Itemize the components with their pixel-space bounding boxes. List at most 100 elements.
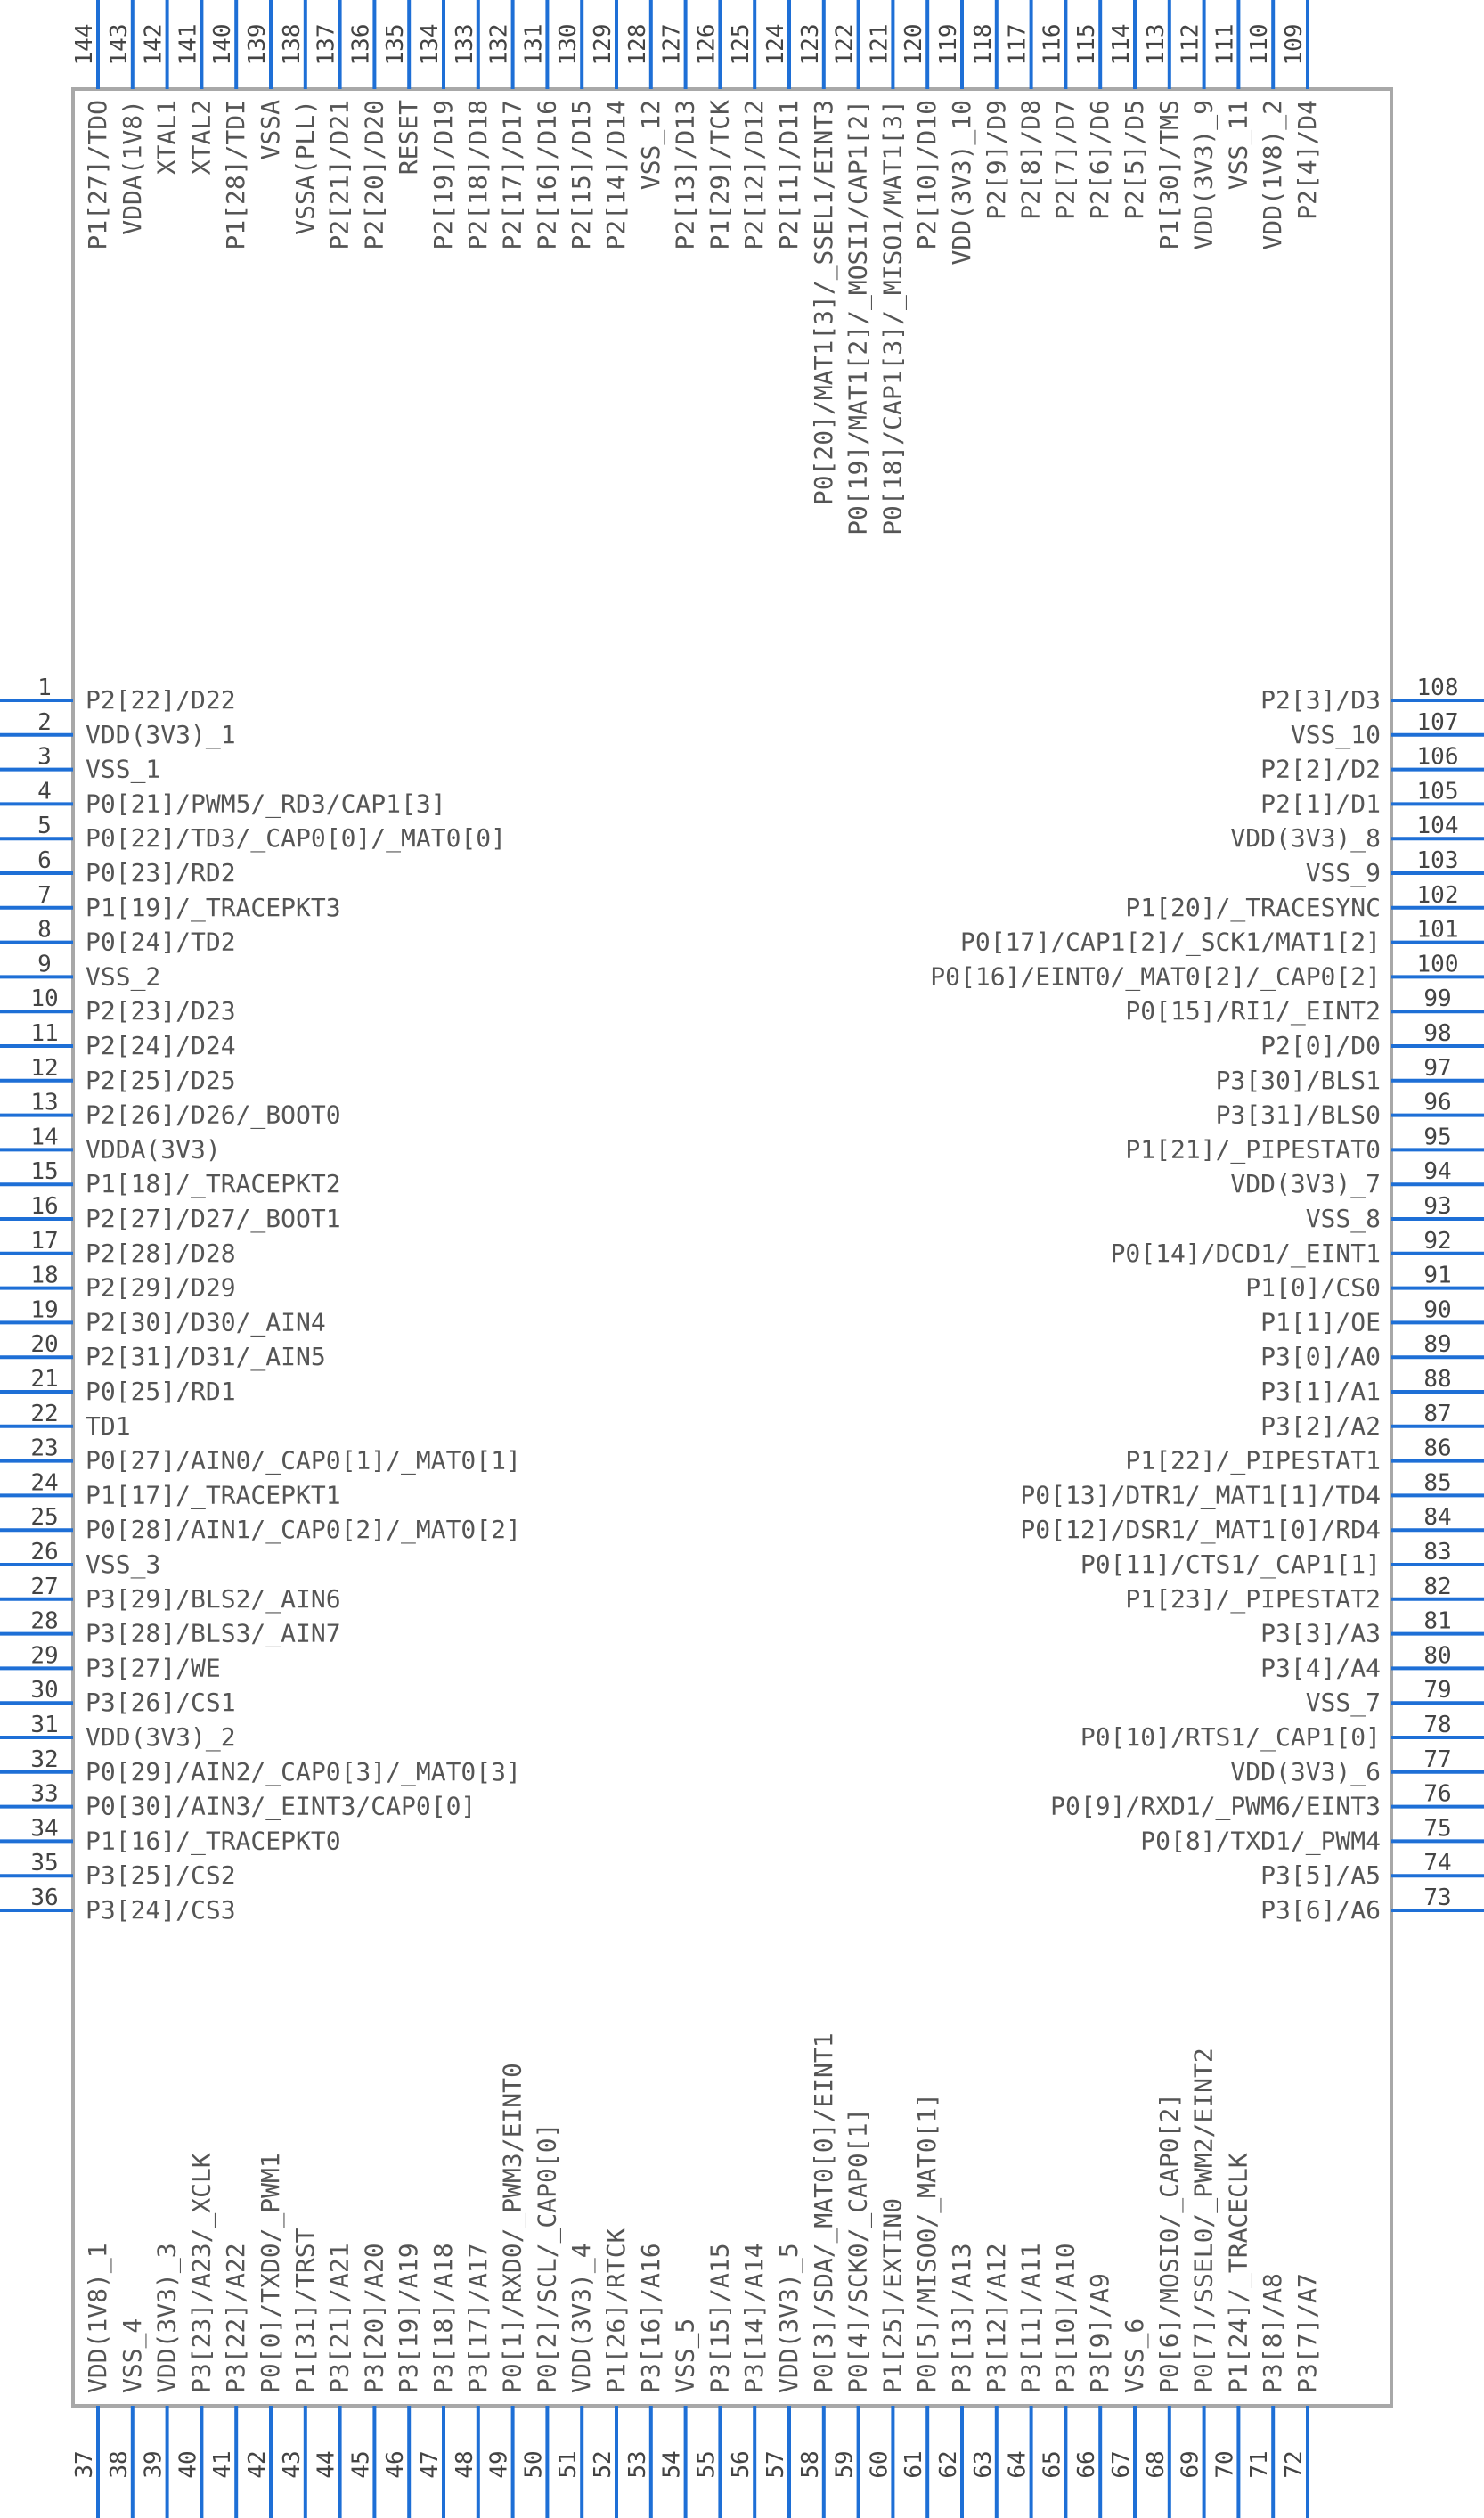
pin-number: 9 — [37, 951, 52, 977]
pin-label: P1[18]/_TRACEPKT2 — [86, 1169, 341, 1199]
pin-number: 101 — [1417, 917, 1459, 944]
pin-label: P0[7]/SSEL0/_PWM2/EINT2 — [1189, 2048, 1219, 2393]
pin-number: 87 — [1423, 1401, 1451, 1427]
pin-label: P2[9]/D9 — [982, 100, 1011, 220]
pin-label: P3[27]/WE — [86, 1653, 221, 1682]
pin-number: 82 — [1423, 1574, 1451, 1600]
pin-label: P3[22]/A22 — [221, 2243, 250, 2393]
pin-label: P2[1]/D1 — [1260, 789, 1381, 818]
pin-number: 90 — [1423, 1296, 1451, 1323]
pin-label: P0[14]/DCD1/_EINT1 — [1111, 1239, 1381, 1269]
pin-label: P1[27]/TDO — [83, 100, 112, 250]
pin-number: 85 — [1423, 1469, 1451, 1496]
pin-label: P0[24]/TD2 — [86, 928, 236, 957]
pin-number: 70 — [1211, 2450, 1238, 2478]
pin-label: P0[8]/TXD1/_PWM4 — [1140, 1826, 1381, 1856]
pin-number: 127 — [659, 24, 686, 66]
pin-number: 56 — [728, 2450, 754, 2478]
pin-label: RESET — [394, 100, 423, 175]
pin-number: 132 — [486, 24, 513, 66]
pin-number: 107 — [1417, 709, 1459, 736]
pin-label: P3[5]/A5 — [1260, 1860, 1381, 1890]
pin-label: P1[17]/_TRACEPKT1 — [86, 1480, 341, 1510]
pin-label: VSS_9 — [1306, 858, 1381, 888]
pin-label: P0[18]/CAP1[3]/_MISO1/MAT1[3] — [877, 100, 908, 535]
pin-label: XTAL1 — [152, 100, 182, 175]
pin-label: P0[5]/MISO0/_MAT0[1] — [912, 2093, 942, 2393]
pin-number: 39 — [141, 2450, 167, 2478]
pin-label: P1[20]/_TRACESYNC — [1125, 893, 1381, 923]
pin-number: 136 — [347, 24, 374, 66]
pin-label: VSS_11 — [1223, 100, 1253, 190]
pin-label: P2[15]/D15 — [567, 100, 596, 250]
pin-number: 32 — [30, 1746, 58, 1773]
pin-number: 31 — [30, 1712, 58, 1738]
right-pin-group: 108P2[3]/D3107VSS_10106P2[2]/D2105P2[1]/… — [930, 674, 1484, 1925]
pin-label: P0[28]/AIN1/_CAP0[2]/_MAT0[2] — [86, 1515, 521, 1545]
pin-number: 116 — [1039, 24, 1065, 66]
pin-label: P2[29]/D29 — [86, 1273, 236, 1303]
pin-label: VSS_7 — [1306, 1688, 1381, 1718]
pin-number: 71 — [1246, 2450, 1273, 2478]
pin-number: 52 — [590, 2450, 616, 2478]
pin-number: 36 — [30, 1884, 58, 1911]
pin-number: 68 — [1143, 2450, 1170, 2478]
pin-number: 28 — [30, 1608, 58, 1635]
pin-label: P2[5]/D5 — [1120, 100, 1149, 220]
top-pin-group: 144P1[27]/TDO143VDDA(1V8)142XTAL1141XTAL… — [71, 0, 1322, 535]
pin-label: VDD(3V3)_1 — [86, 720, 236, 750]
pin-number: 59 — [832, 2450, 859, 2478]
pin-label: VDDA(1V8) — [118, 100, 147, 235]
pin-number: 8 — [37, 917, 52, 944]
pin-number: 34 — [30, 1815, 58, 1842]
pin-number: 138 — [279, 24, 306, 66]
pin-number: 21 — [30, 1366, 58, 1393]
pin-number: 53 — [624, 2450, 651, 2478]
pin-label: P1[16]/_TRACEPKT0 — [86, 1826, 341, 1856]
pin-label: P0[3]/SDA/_MAT0[0]/EINT1 — [809, 2032, 839, 2393]
pin-number: 3 — [37, 744, 52, 771]
pin-label: P3[8]/A8 — [1258, 2273, 1287, 2393]
pin-number: 80 — [1423, 1642, 1451, 1669]
pin-number: 122 — [832, 24, 859, 66]
bottom-pin-group: 37VDD(1V8)_138VSS_439VDD(3V3)_340P3[23]/… — [71, 2032, 1322, 2518]
pin-label: P3[31]/BLS0 — [1216, 1100, 1381, 1130]
pin-number: 126 — [693, 24, 720, 66]
pin-label: P0[11]/CTS1/_CAP1[1] — [1080, 1549, 1381, 1580]
pin-number: 67 — [1108, 2450, 1135, 2478]
pin-label: VSS_5 — [671, 2318, 701, 2393]
pin-label: VDDA(3V3) — [86, 1134, 221, 1164]
pin-number: 2 — [37, 709, 52, 736]
pin-label: P2[21]/D21 — [325, 100, 355, 250]
pin-label: VSSA — [256, 100, 285, 160]
pin-label: P1[23]/_PIPESTAT2 — [1125, 1584, 1381, 1615]
pin-label: P0[29]/AIN2/_CAP0[3]/_MAT0[3] — [86, 1757, 521, 1787]
pin-label: VDD(3V3)_9 — [1189, 100, 1219, 250]
pin-number: 120 — [901, 24, 927, 66]
pin-number: 12 — [30, 1055, 58, 1082]
pin-number: 118 — [970, 24, 997, 66]
pin-number: 69 — [1178, 2450, 1204, 2478]
pin-number: 38 — [106, 2450, 133, 2478]
pin-number: 92 — [1423, 1228, 1451, 1255]
pin-label: P3[7]/A7 — [1292, 2273, 1322, 2393]
pin-number: 35 — [30, 1850, 58, 1876]
pin-label: P3[4]/A4 — [1260, 1653, 1381, 1682]
pin-label: VDD(3V3)_5 — [774, 2243, 804, 2393]
pin-number: 123 — [797, 24, 824, 66]
pin-label: P0[22]/TD3/_CAP0[0]/_MAT0[0] — [86, 823, 506, 854]
pin-label: VDD(3V3)_8 — [1230, 823, 1381, 854]
pin-number: 144 — [71, 24, 98, 66]
pin-number: 65 — [1039, 2450, 1065, 2478]
pin-number: 18 — [30, 1263, 58, 1289]
pin-number: 75 — [1423, 1815, 1451, 1842]
pin-label: VDD(3V3)_7 — [1230, 1169, 1381, 1199]
pin-label: P2[11]/D11 — [774, 100, 803, 250]
pin-number: 129 — [590, 24, 616, 66]
pin-label: P2[12]/D12 — [739, 100, 769, 250]
pin-label: P3[18]/A18 — [428, 2243, 458, 2393]
pin-label: P0[1]/RXD0/_PWM3/EINT0 — [498, 2063, 528, 2393]
pin-number: 40 — [175, 2450, 201, 2478]
pin-number: 22 — [30, 1401, 58, 1427]
